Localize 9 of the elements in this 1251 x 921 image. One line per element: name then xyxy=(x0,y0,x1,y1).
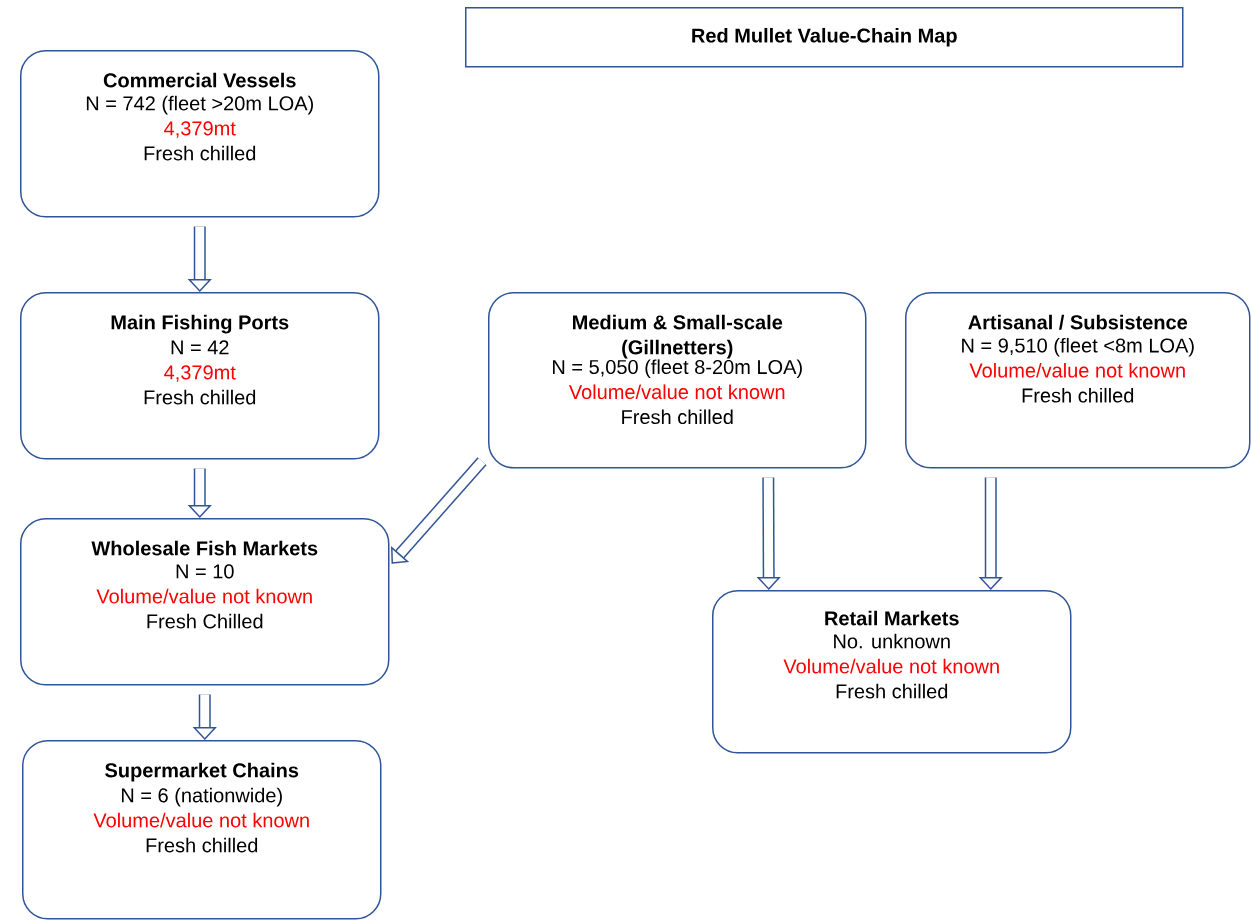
process-box: Commercial Vessels N = 742 (fleet >20m LOA) 4,379mt Fresh chilled xyxy=(20,50,380,218)
title-box: Red Mullet Value-Chain Map xyxy=(465,7,1184,68)
process-box: Supermarket Chains N = 6 (nationwide) Volume/value not known Fresh chilled xyxy=(22,740,382,920)
process-box: Medium & Small-scale (Gillnetters) N = 5,050 (fleet 8-20m LOA) Volume/value not known Fresh chilled xyxy=(488,292,867,469)
process-box: Wholesale Fish Markets N = 10 Volume/value not known Fresh Chilled xyxy=(20,518,390,686)
process-box: Artisanal / Subsistence N = 9,510 (fleet <8m LOA) Volume/value not known Fresh chilled xyxy=(905,292,1251,469)
process-box: Main Fishing Ports N = 42 4,379mt Fresh chilled xyxy=(20,292,380,460)
process-box: Retail Markets No. unknown Volume/value not known Fresh chilled xyxy=(712,590,1072,754)
block-arrow xyxy=(391,457,487,564)
